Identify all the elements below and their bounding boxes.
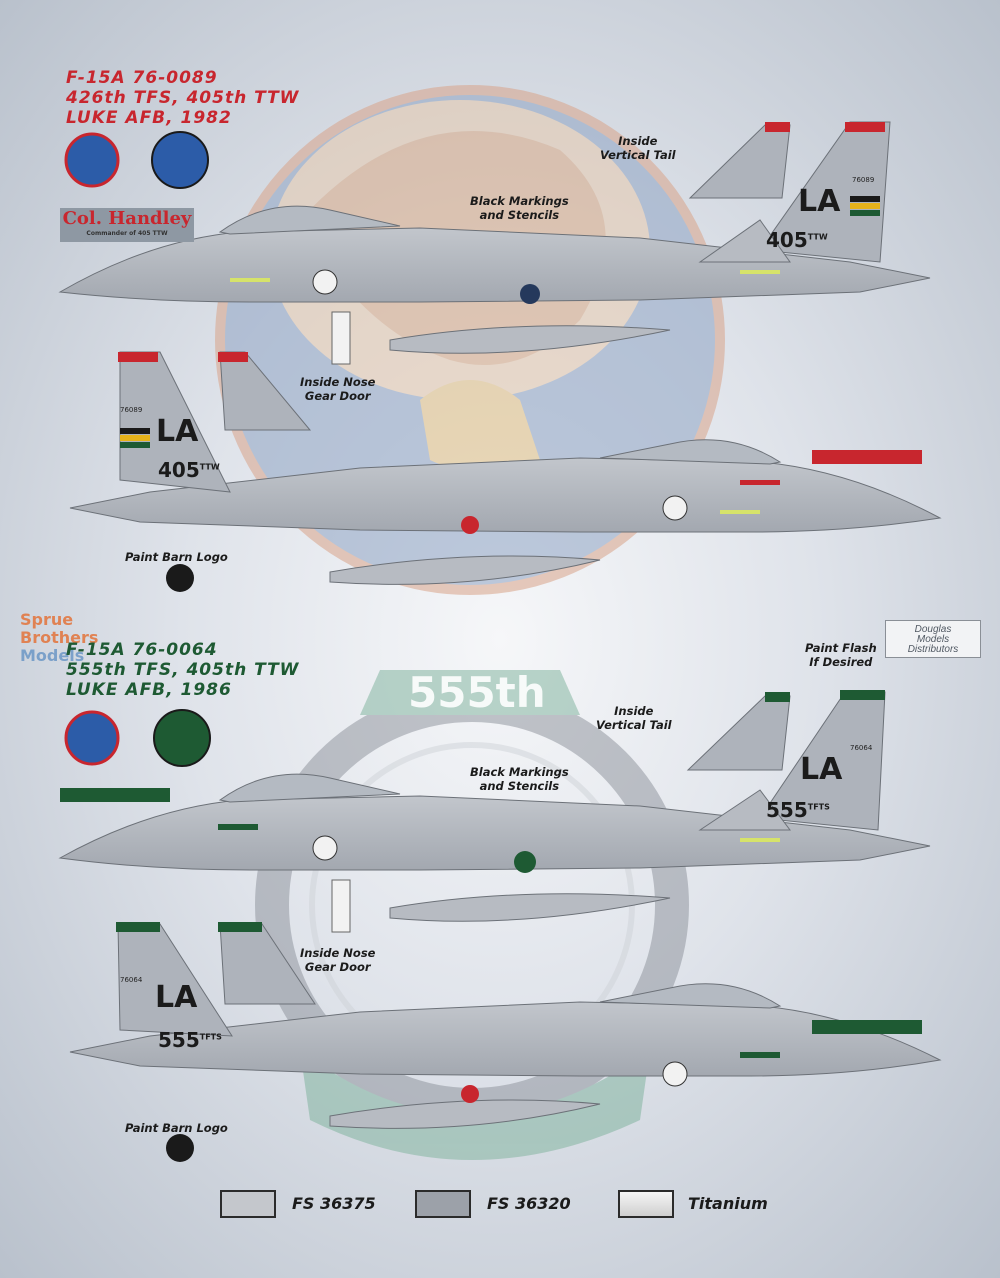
bottom-label-black-markings: Black Markings and Stencils: [470, 765, 569, 793]
top-tail-code-2: LA: [156, 414, 199, 449]
paint-barn-logo-bottom: [166, 1134, 194, 1162]
distributor-line-1: Douglas: [914, 624, 952, 635]
legend-swatch-fs36375: [220, 1190, 276, 1218]
bottom-label-inside-nose-gear: Inside Nose Gear Door: [300, 946, 375, 974]
top-label-ivt-1: Inside: [618, 134, 658, 148]
aircraft-bottom-2: [69, 922, 942, 1129]
paint-flash-strip-top: [812, 450, 922, 464]
bottom-label-ing-1: Inside Nose: [300, 946, 376, 960]
bottom-title: F-15A 76-0064 555th TFS, 405th TTW LUKE …: [66, 640, 299, 700]
inside-vertical-tail-top: [688, 124, 791, 199]
bottom-label-bm-1: Black Markings: [470, 765, 569, 779]
watermark-555th: 555th: [408, 668, 546, 717]
top-title: F-15A 76-0089 426th TFS, 405th TTW LUKE …: [66, 68, 299, 128]
bottom-label-pf-1: Paint Flash: [805, 641, 877, 655]
top-title-line-2: 426th TFS, 405th TTW: [66, 88, 300, 108]
name-decal: Col. Handley Commander of 405 TTW: [60, 208, 194, 242]
top-label-paint-barn: Paint Barn Logo: [125, 550, 228, 564]
bottom-label-ivt-1: Inside: [614, 704, 654, 718]
top-serial-1: 76089: [852, 176, 875, 184]
top-tail-suffix-1: TTW: [807, 232, 828, 242]
top-tail-number-2-value: 405: [158, 458, 200, 482]
top-title-line-1: F-15A 76-0089: [66, 68, 218, 88]
wing-badge-top: [64, 132, 120, 188]
bottom-label-ivt-2: Vertical Tail: [596, 718, 672, 732]
bottom-tail-number-2-value: 555: [158, 1028, 200, 1052]
squadron-patch-426: [151, 131, 209, 189]
top-label-ing-2: Gear Door: [304, 389, 371, 403]
distributor-line-2: Models: [916, 634, 950, 645]
top-label-bm-1: Black Markings: [470, 194, 569, 208]
top-label-ivt-2: Vertical Tail: [600, 148, 676, 162]
top-label-bm-2: and Stencils: [479, 208, 560, 222]
aircraft-bottom-1: [58, 690, 931, 933]
bottom-title-line-2: 555th TFS, 405th TTW: [66, 660, 300, 680]
top-tail-number-2: 405TTW: [158, 458, 220, 482]
bottom-tail-number-1-value: 555: [766, 798, 808, 822]
bottom-serial-2: 76064: [120, 976, 143, 984]
top-tail-number-1: 405TTW: [766, 228, 828, 252]
bottom-label-ing-2: Gear Door: [304, 960, 371, 974]
legend-label-fs36375: FS 36375: [292, 1194, 376, 1213]
distributor-logo: Douglas Models Distributors: [885, 620, 981, 658]
top-tail-number-1-value: 405: [766, 228, 808, 252]
watermark-line-3: Models: [20, 646, 85, 665]
name-strip-bottom: [60, 788, 170, 802]
watermark-line-1: Sprue: [20, 610, 74, 629]
bottom-label-paint-barn: Paint Barn Logo: [125, 1121, 228, 1135]
squadron-patch-555: [153, 709, 211, 767]
bottom-tail-number-1: 555TFTS: [766, 798, 830, 822]
bottom-label-bm-2: and Stencils: [479, 779, 560, 793]
legend-label-fs36320: FS 36320: [487, 1194, 571, 1213]
top-tail-code-1: LA: [798, 184, 841, 219]
paint-flash-strip-bottom: [812, 1020, 922, 1034]
top-label-inside-vertical-tail: Inside Vertical Tail: [600, 134, 676, 162]
inside-vertical-tail-bottom: [686, 695, 791, 771]
top-label-inside-nose-gear: Inside Nose Gear Door: [300, 375, 375, 403]
wing-badge-bottom: [64, 710, 120, 766]
bottom-label-paint-flash: Paint Flash If Desired: [805, 641, 877, 669]
bottom-tail-suffix-2: TFTS: [199, 1032, 222, 1042]
legend-swatch-fs36320: [415, 1190, 471, 1218]
top-serial-2: 76089: [120, 406, 143, 414]
paint-barn-logo-top: [166, 564, 194, 592]
bottom-serial-1: 76064: [850, 744, 873, 752]
aircraft-top-2: [69, 351, 942, 585]
bottom-label-inside-vertical-tail: Inside Vertical Tail: [596, 704, 672, 732]
aircraft-top-1: [58, 121, 931, 365]
name-decal-subtitle: Commander of 405 TTW: [86, 230, 168, 237]
bottom-title-line-3: LUKE AFB, 1986: [66, 680, 232, 700]
watermark-line-2: Brothers: [20, 628, 99, 647]
bottom-title-line-1: F-15A 76-0064: [66, 640, 218, 660]
legend-swatch-titanium: [618, 1190, 674, 1218]
distributor-line-3: Distributors: [907, 644, 959, 655]
top-label-ing-1: Inside Nose: [300, 375, 376, 389]
bottom-tail-number-2: 555TFTS: [158, 1028, 222, 1052]
top-title-line-3: LUKE AFB, 1982: [66, 108, 232, 128]
top-label-black-markings: Black Markings and Stencils: [470, 194, 569, 222]
bottom-tail-code-1: LA: [800, 752, 843, 787]
bottom-tail-suffix-1: TFTS: [807, 802, 830, 812]
bottom-tail-code-2: LA: [155, 980, 198, 1015]
name-decal-text: Col. Handley: [62, 208, 192, 229]
bottom-label-pf-2: If Desired: [809, 655, 873, 669]
legend-label-titanium: Titanium: [688, 1194, 768, 1213]
top-tail-suffix-2: TTW: [199, 462, 220, 472]
